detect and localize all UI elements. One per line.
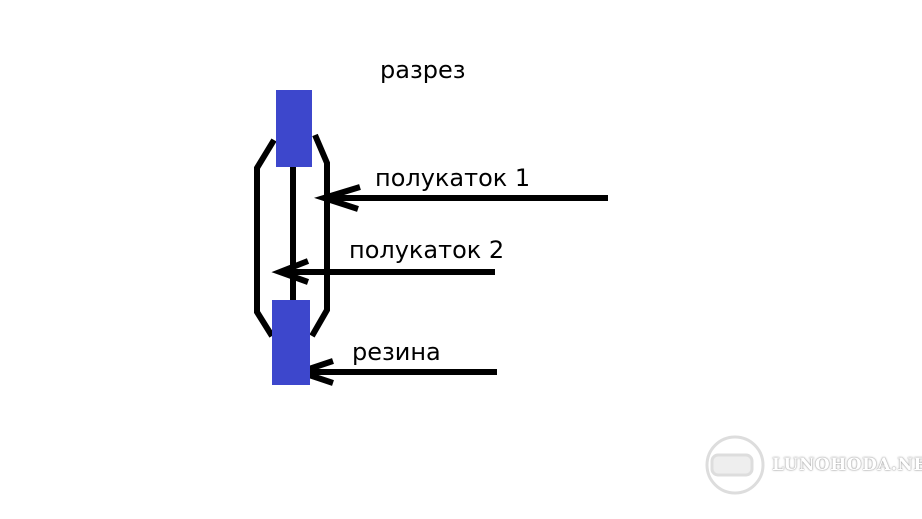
- label-half-roller-2: полукаток 2: [349, 236, 505, 264]
- section-title: разрез: [380, 56, 466, 84]
- half-roller-2-outline: [254, 138, 277, 338]
- label-half-roller-1: полукаток 1: [375, 164, 531, 192]
- arrow-half-roller-1: [314, 184, 608, 212]
- arrow-half-roller-2: [271, 258, 495, 285]
- watermark-text: LUNOHODA.NET: [772, 455, 922, 475]
- rubber-bottom-block: [272, 300, 310, 385]
- label-rubber: резина: [352, 338, 441, 366]
- watermark-logo-icon: [705, 435, 765, 495]
- rubber-top-block: [276, 90, 312, 167]
- half-roller-1-outline: [309, 133, 330, 338]
